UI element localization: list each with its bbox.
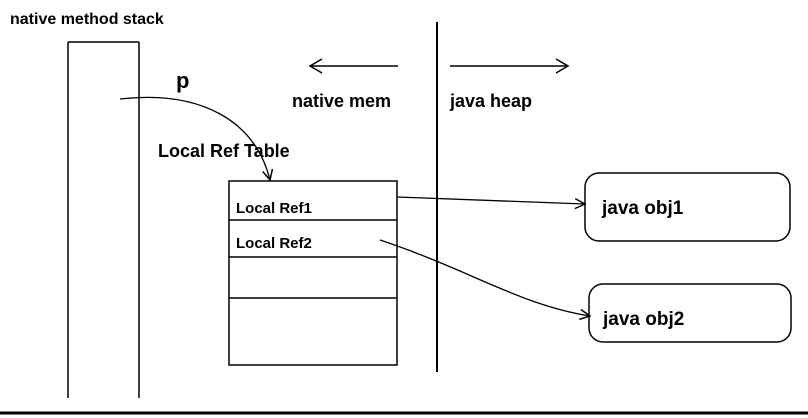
native-method-stack [67, 41, 140, 398]
java-obj2: java obj2 [588, 283, 792, 343]
native-mem-arrowhead [308, 58, 323, 74]
native-mem-label: native mem [292, 91, 391, 111]
java-heap-label: java heap [449, 91, 532, 111]
pointer-label: p [176, 68, 189, 93]
java-heap-arrowhead [555, 58, 570, 74]
local-ref-table [228, 180, 398, 366]
obj2-label: java obj2 [602, 309, 684, 330]
ref2-label: Local Ref2 [236, 235, 312, 252]
ref1-arrow [396, 196, 585, 204]
table-row-ref1: Local Ref1 [236, 200, 312, 217]
table-title: Local Ref Table [158, 141, 290, 161]
table-row-ref2: Local Ref2 [236, 235, 312, 252]
java-obj1: java obj1 [584, 172, 791, 242]
stack-title: native method stack [10, 11, 164, 28]
pointer-arrow [119, 96, 270, 180]
ref1-label: Local Ref1 [236, 200, 312, 217]
obj1-label: java obj1 [601, 198, 684, 219]
ref2-arrow [379, 239, 590, 316]
